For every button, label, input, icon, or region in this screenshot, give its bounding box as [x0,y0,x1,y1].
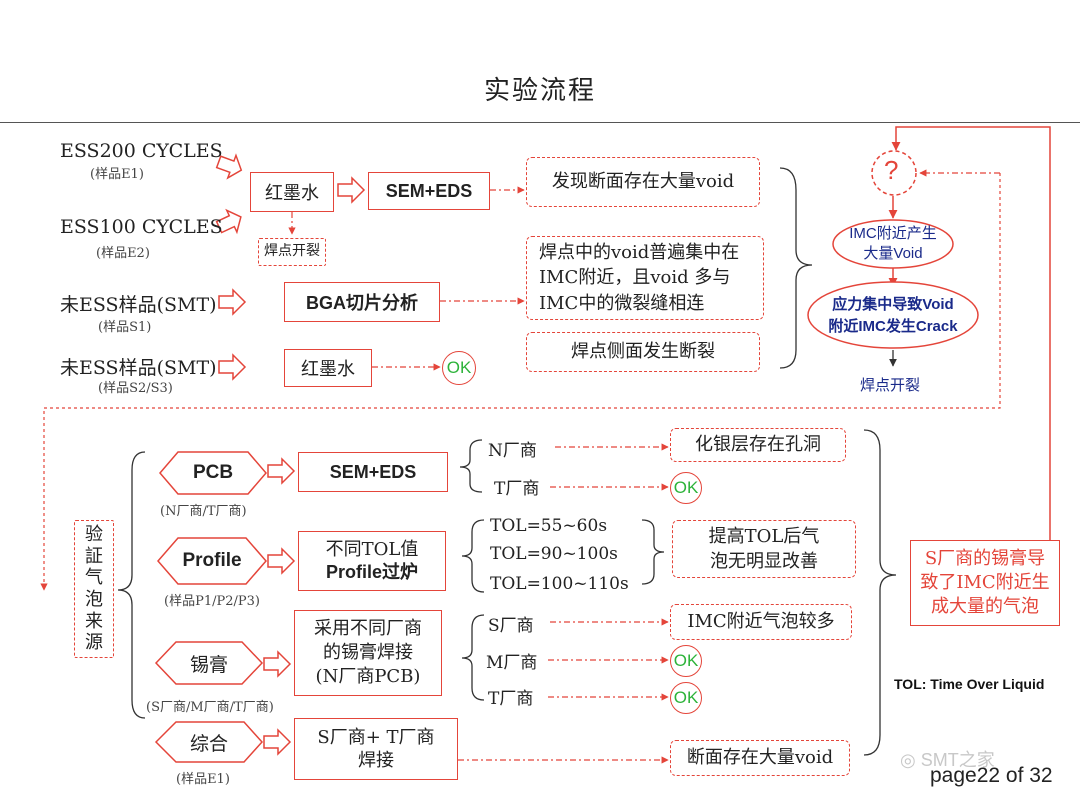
paste-vendor-m: M厂商 [486,653,538,673]
watermark: ◎ SMT之家 [900,746,995,772]
paste-result-bubbles: IMC附近气泡较多 [670,604,852,640]
finding-void-imc: 焊点中的void普遍集中在 IMC附近，且void 多与 IMC中的微裂缝相连 [526,236,764,320]
stress-crack-ellipse: 应力集中导致Void 附近IMC发生Crack [810,294,976,338]
finding-line-1: 焊点中的void普遍集中在 [539,242,740,264]
verify-bubble-source: 验 証 气 泡 来 源 [74,520,114,658]
profile-action-line-1: 不同TOL值 [325,538,419,560]
imc-void-line-1: IMC附近产生 [849,225,937,242]
profile-result: 提高TOL后气 泡无明显改善 [672,520,856,578]
profile-action-line-2: Profile过炉 [325,562,418,582]
pcb-vendor-t: T厂商 [494,479,540,499]
ok-badge-pcb: OK [670,472,702,504]
imc-void-ellipse: IMC附近产生 大量Void [833,224,953,263]
wechat-icon: ◎ [900,750,921,770]
ok-badge-paste-m: OK [670,645,702,677]
profile-result-line-1: 提高TOL后气 [708,525,820,547]
combined-sub: (样品E1) [176,772,230,787]
ok-badge-top: OK [442,351,476,385]
conclusion-box: S厂商的锡膏导 致了IMC附近生 成大量的气泡 [910,540,1060,626]
sample-s2s3: 未ESS样品(SMT) [60,357,217,379]
ok-badge-paste-t: OK [670,682,702,714]
sample-ess200-sub: (样品E1) [90,167,144,182]
profile-sub: (样品P1/P2/P3) [164,594,260,609]
verify-char-4: 泡 [85,589,103,610]
paste-vendor-t: T厂商 [488,689,534,709]
pcb-vendor-n: N厂商 [488,441,537,461]
sample-s2s3-sub: (样品S2/S3) [98,381,173,396]
verify-char-6: 源 [85,632,103,654]
watermark-text: SMT之家 [920,750,995,770]
solder-crack-result: 焊点开裂 [860,376,921,394]
paste-action-line-1: 采用不同厂商 [314,617,422,639]
solder-crack-small: 焊点开裂 [258,238,326,266]
finding-side-crack: 焊点侧面发生断裂 [526,332,760,372]
stress-crack-line-1: 应力集中导致Void [832,296,954,313]
paste-sub: (S厂商/M厂商/T厂商) [146,700,274,715]
sample-ess200: ESS200 CYCLES [60,140,223,162]
page-title: 实验流程 [483,76,596,106]
combined-action-line-1: S厂商+ T厂商 [317,726,435,748]
pcb-sub: (N厂商/T厂商) [160,504,247,519]
tol-90-100: TOL=90~100s [490,544,618,564]
sem-eds-box-top: SEM+EDS [368,172,490,210]
bga-section-label: BGA切片分析 [306,293,418,313]
paste-action-line-2: 的锡膏焊接 [323,641,413,663]
combined-action-box: S厂商+ T厂商 焊接 [294,718,458,780]
paste-action-box: 采用不同厂商 的锡膏焊接 (N厂商PCB) [294,610,442,696]
imc-void-line-2: 大量Void [863,244,923,262]
finding-void: 发现断面存在大量void [526,157,760,207]
red-ink-box-1: 红墨水 [250,172,334,212]
question-mark: ? [884,155,899,185]
sample-ess100-sub: (样品E2) [96,246,150,261]
tol-55-60: TOL=55~60s [490,516,608,536]
paste-vendor-s: S厂商 [488,616,534,636]
conclusion-line-2: 致了IMC附近生 [920,571,1050,593]
verify-char-3: 气 [85,567,103,589]
page-number: page22 of 32 [930,764,1053,787]
combined-action-line-2: 焊接 [358,750,394,771]
paste-hex: 锡膏 [189,653,228,676]
finding-line-2: IMC附近，且void 多与 [539,267,731,289]
combined-result: 断面存在大量void [670,740,850,776]
profile-result-line-2: 泡无明显改善 [710,551,818,572]
verify-char-5: 来 [85,610,103,632]
verify-char-2: 証 [85,545,103,567]
conclusion-line-3: 成大量的气泡 [931,596,1039,618]
title-divider [0,122,1080,123]
combined-hex: 综合 [189,732,228,755]
stress-crack-line-2: 附近IMC发生Crack [828,317,958,335]
pcb-result-holes: 化银层存在孔洞 [670,428,846,462]
conclusion-line-1: S厂商的锡膏导 [924,547,1046,569]
sample-s1: 未ESS样品(SMT) [60,294,217,316]
sem-eds-box-pcb: SEM+EDS [298,452,448,492]
tol-note: TOL: Time Over Liquid [894,676,1045,692]
sample-ess100: ESS100 CYCLES [60,216,223,238]
bga-section-box: BGA切片分析 [284,282,440,322]
paste-action-line-3: (N厂商PCB) [315,666,421,688]
finding-line-3: IMC中的微裂缝相连 [539,292,705,314]
pcb-hex: PCB [192,462,234,483]
profile-action-box: 不同TOL值 Profile过炉 [298,531,446,591]
tol-100-110: TOL=100~110s [490,574,629,594]
profile-hex: Profile [182,550,242,571]
sample-s1-sub: (样品S1) [98,320,152,335]
verify-char-1: 验 [85,524,103,546]
red-ink-box-2: 红墨水 [284,349,372,387]
